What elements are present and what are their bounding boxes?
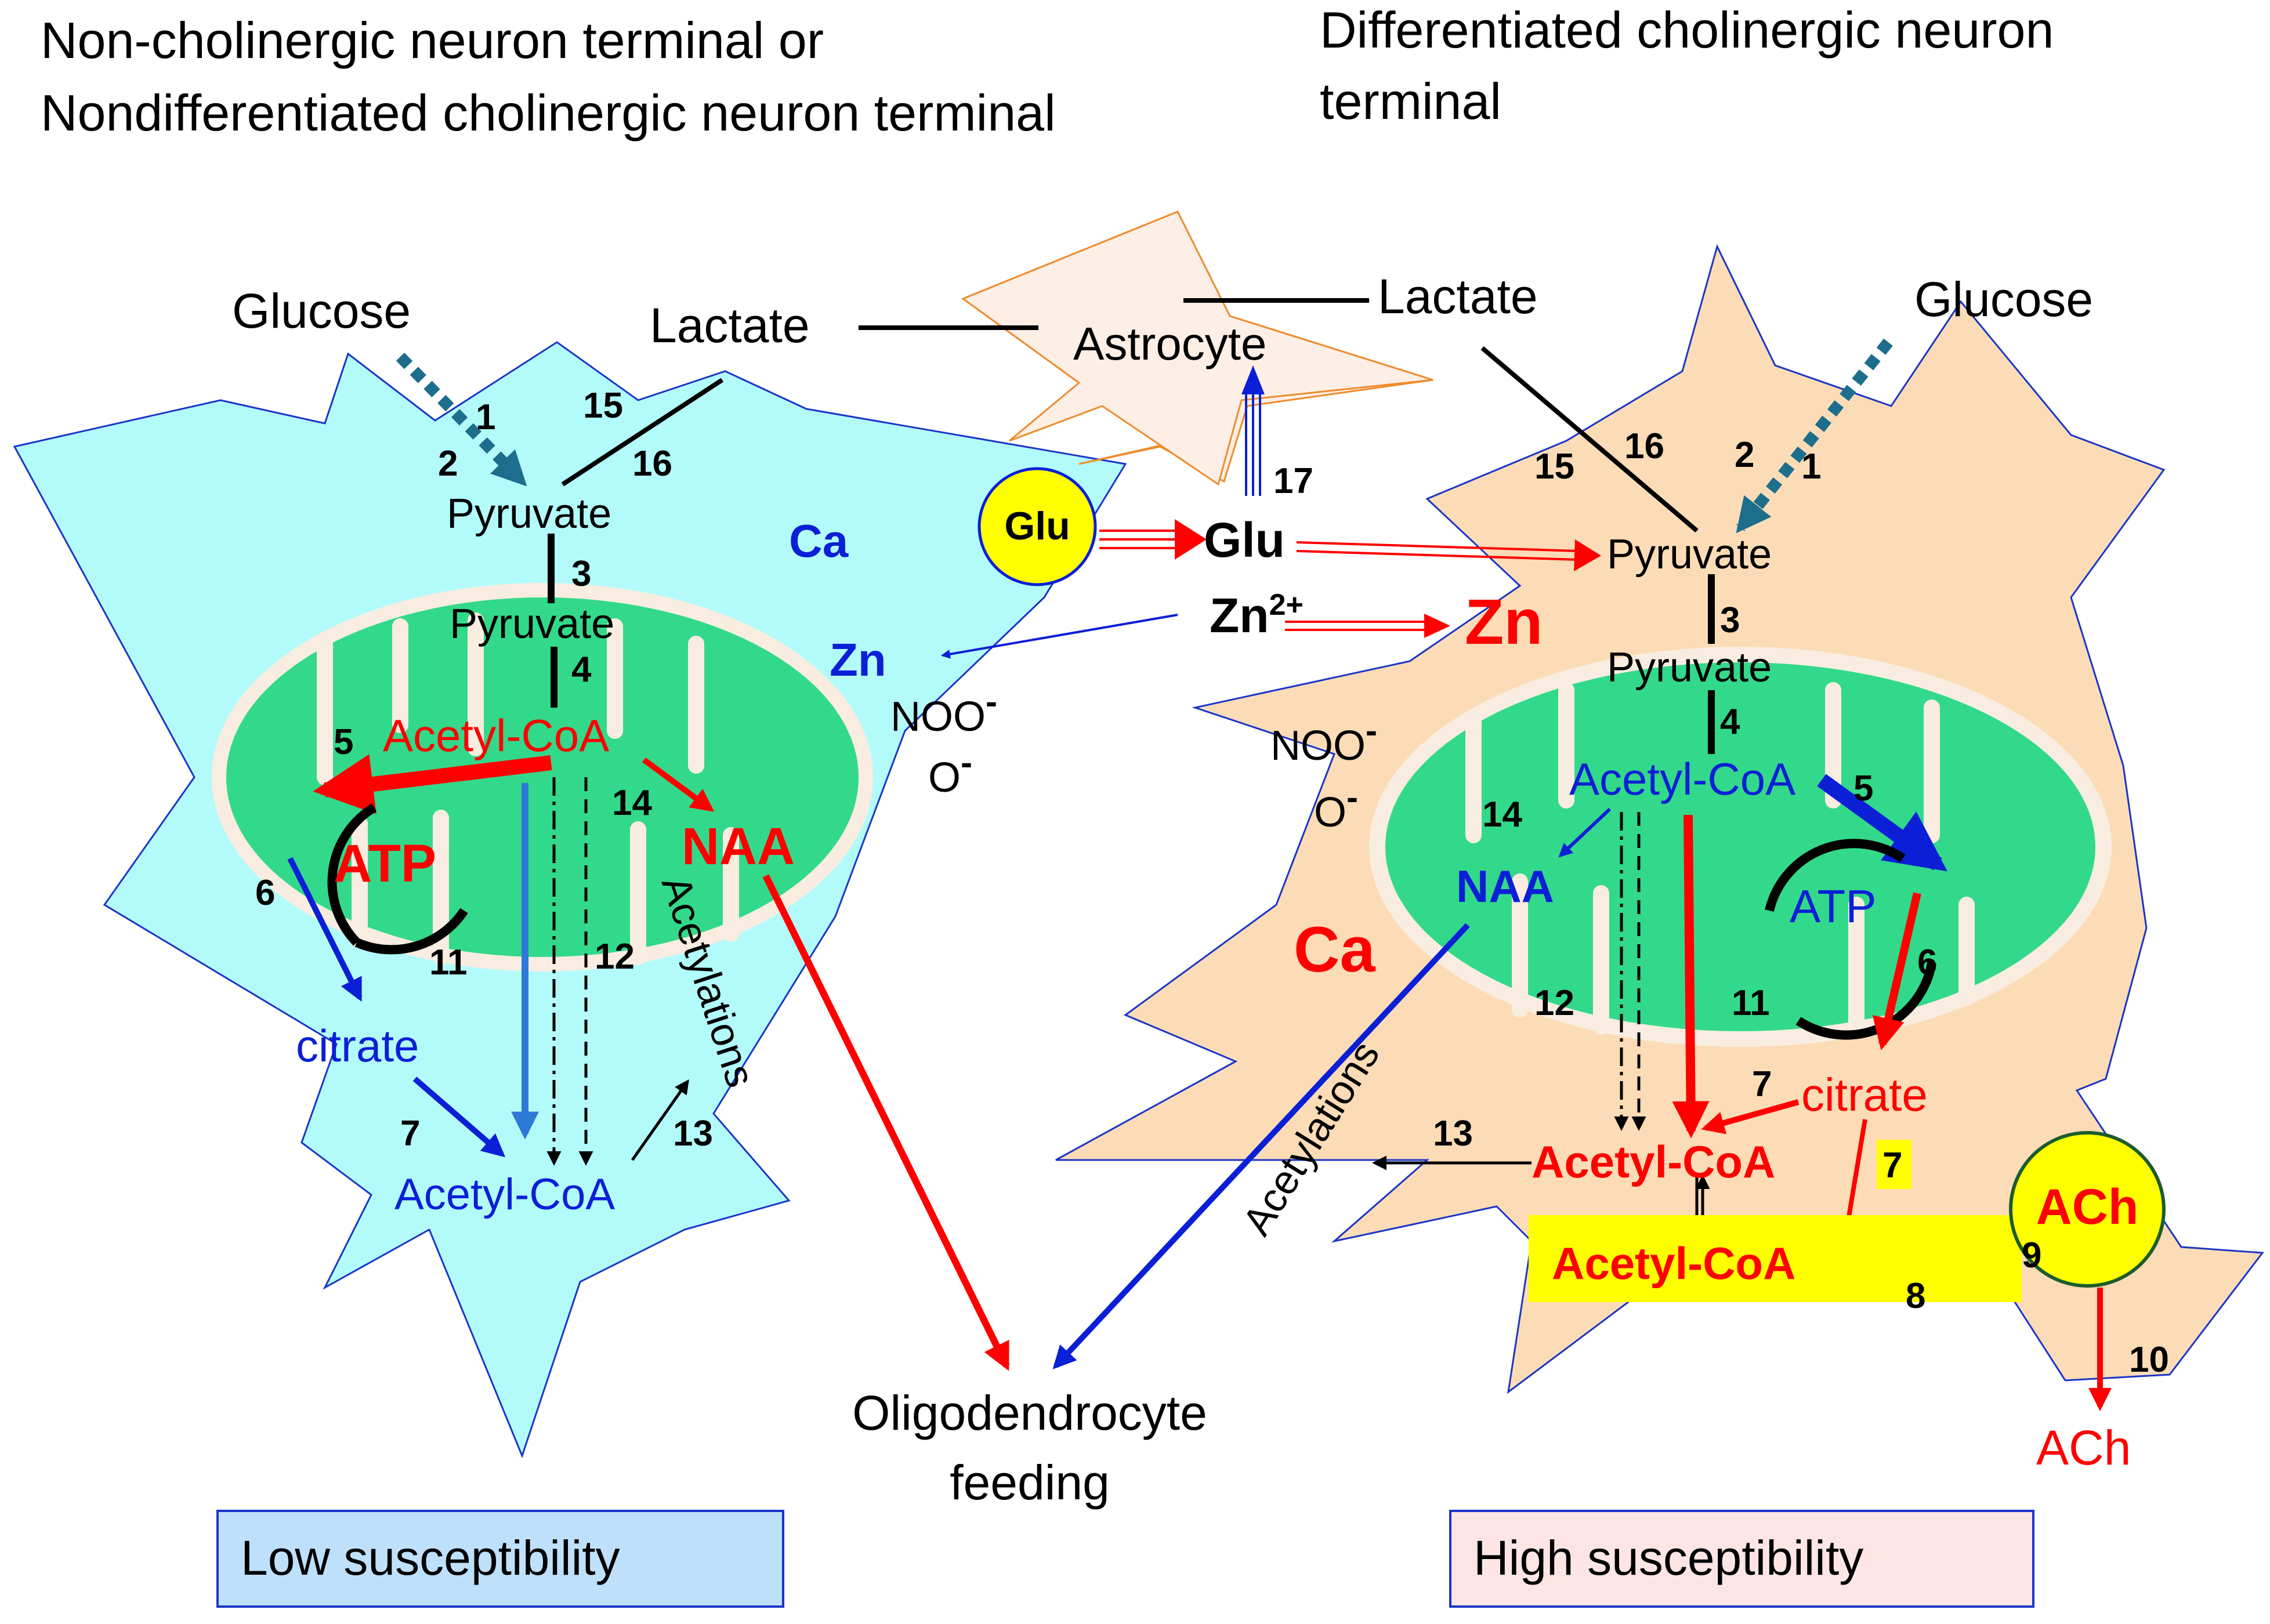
lactate-right: Lactate <box>1378 269 1538 324</box>
header-right-line2: terminal <box>1320 72 1501 130</box>
arrow-glucose-right <box>1736 338 1893 534</box>
low-susceptibility-box <box>216 1510 784 1608</box>
high-susceptibility-label: High susceptibility <box>1473 1531 1863 1585</box>
glu-vesicle <box>977 467 1097 586</box>
step-r14: 14 <box>1482 795 1522 835</box>
right-glucose: Glucose <box>1914 272 2093 327</box>
arrow-left-acoa-to-naa <box>642 757 715 812</box>
right-acetyl-coa-highlight: Acetyl-CoA <box>1552 1238 1795 1289</box>
left-o: O- <box>928 743 972 801</box>
step-r4: 4 <box>1720 702 1740 742</box>
arrow-right-acoa-to-tca <box>1817 774 1947 872</box>
step-l4: 4 <box>571 650 592 690</box>
arrow-left-acoa-to-tca <box>313 754 552 814</box>
step-l15: 15 <box>583 386 623 426</box>
step-l5: 5 <box>334 722 353 762</box>
right-pyruvate-cyto: Pyruvate <box>1607 531 1772 578</box>
ach-vesicle <box>2009 1131 2166 1288</box>
step-r7a: 7 <box>1752 1064 1772 1104</box>
right-naa: NAA <box>1456 861 1554 912</box>
step-r11: 11 <box>1732 983 1770 1023</box>
step-r3: 3 <box>1720 600 1740 640</box>
right-pyruvate-mito: Pyruvate <box>1607 644 1772 691</box>
left-tca-cycle <box>327 803 377 946</box>
step-l13: 13 <box>673 1114 713 1154</box>
right-ach-released: ACh <box>2036 1420 2131 1475</box>
left-pyruvate-cyto: Pyruvate <box>447 491 611 537</box>
step-l6: 6 <box>255 873 275 913</box>
step-r6: 6 <box>1917 942 1937 983</box>
header-left-line2: Nondifferentiated cholinergic neuron ter… <box>41 84 1056 142</box>
left-naa: NAA <box>682 818 795 876</box>
right-ach-vesicle: ACh <box>2036 1179 2139 1235</box>
left-acetyl-coa-mito: Acetyl-CoA <box>383 710 609 761</box>
right-zn: Zn <box>1465 586 1543 658</box>
arrow-glucose-left <box>396 353 527 487</box>
oligodendrocyte-line1: Oligodendrocyte <box>852 1386 1207 1440</box>
left-noo: NOO- <box>890 682 997 740</box>
left-zn: Zn <box>830 634 886 686</box>
right-ca: Ca <box>1294 914 1375 985</box>
step-l14: 14 <box>612 783 652 823</box>
arrow-lactate-to-left-pyruvate <box>561 378 724 487</box>
right-tca-cycle <box>1765 839 1906 912</box>
left-pyruvate-mito: Pyruvate <box>450 601 614 647</box>
acetyl-coa-highlight-box <box>1529 1215 2022 1302</box>
arrow-right-naa-to-oligo <box>1052 923 1470 1369</box>
step-r13: 13 <box>1433 1114 1473 1154</box>
zn2-label: Zn2+ <box>1210 588 1304 643</box>
right-mitochondrion <box>1369 647 2112 1047</box>
step-r9: 9 <box>2022 1235 2041 1275</box>
right-acetyl-coa-mito: Acetyl-CoA <box>1569 753 1795 804</box>
step-c17: 17 <box>1273 461 1313 501</box>
step-l11: 11 <box>429 942 468 983</box>
right-noo: NOO- <box>1270 711 1377 769</box>
header-right-line1: Differentiated cholinergic neuron <box>1320 1 2054 59</box>
step-l12: 12 <box>595 937 635 977</box>
lactate-left: Lactate <box>650 298 810 353</box>
low-susceptibility-label: Low susceptibility <box>241 1531 620 1585</box>
right-o: O- <box>1314 778 1358 836</box>
left-atp: ATP <box>334 834 436 893</box>
right-acetyl-coa-cyto: Acetyl-CoA <box>1532 1136 1775 1187</box>
step-l1: 1 <box>476 397 495 437</box>
right-citrate: citrate <box>1801 1069 1928 1121</box>
left-mitochondrion <box>212 583 873 971</box>
arrow-lactate-to-right-pyruvate <box>1480 346 1699 533</box>
oligodendrocyte-line2: feeding <box>950 1455 1110 1510</box>
left-citrate: citrate <box>296 1020 419 1071</box>
left-ca: Ca <box>789 515 849 567</box>
step-r15: 15 <box>1534 447 1574 487</box>
step-7-highlight <box>1877 1140 1911 1189</box>
glu-vesicle-label: Glu <box>1004 504 1070 548</box>
step-r5: 5 <box>1853 768 1873 809</box>
step-r2: 2 <box>1735 435 1754 475</box>
astrocyte-label: Astrocyte <box>1073 318 1266 369</box>
step-l16: 16 <box>632 444 672 484</box>
step-r12: 12 <box>1534 983 1574 1023</box>
step-r7b: 7 <box>1882 1146 1902 1186</box>
left-acetyl-coa-cyto: Acetyl-CoA <box>394 1170 615 1219</box>
astrocyte-body <box>961 211 1433 486</box>
glu-label: Glu <box>1204 513 1285 567</box>
high-susceptibility-box <box>1449 1510 2034 1608</box>
right-atp: ATP <box>1790 880 1877 932</box>
header-left-line1: Non-cholinergic neuron terminal or <box>41 12 824 69</box>
step-l7: 7 <box>400 1114 420 1154</box>
step-r1: 1 <box>1801 447 1821 487</box>
step-r8: 8 <box>1906 1276 1925 1316</box>
arrows <box>287 298 2112 1411</box>
step-r10: 10 <box>2129 1340 2169 1380</box>
left-glucose: Glucose <box>232 284 411 338</box>
arrow-left-naa-to-oligo <box>762 874 1010 1371</box>
step-l2: 2 <box>438 444 458 484</box>
step-r16: 16 <box>1624 426 1664 466</box>
step-l3: 3 <box>571 554 591 594</box>
